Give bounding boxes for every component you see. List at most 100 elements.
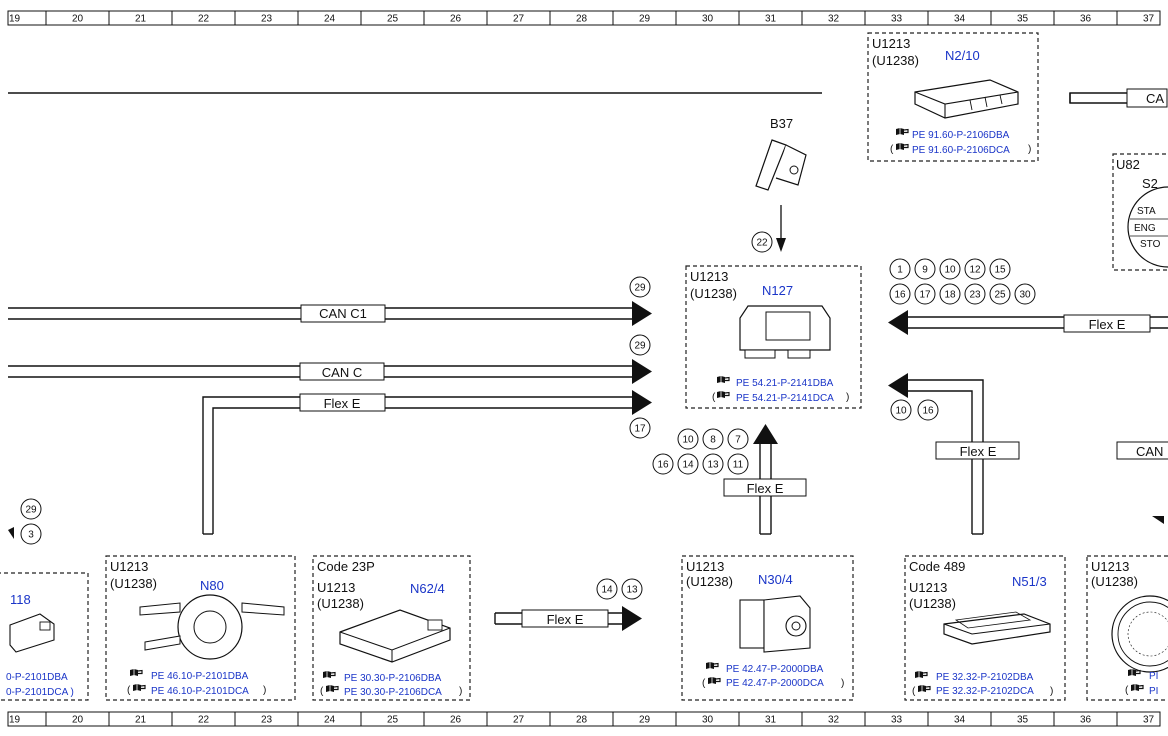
- top-ruler-number: 27: [513, 14, 525, 25]
- n127-ref1[interactable]: PE 54.21-P-2141DBA: [736, 378, 834, 389]
- signal-number-label: 16: [894, 290, 906, 301]
- signal-number-label: 29: [25, 505, 37, 516]
- component-b37[interactable]: B37: [755, 116, 807, 252]
- bottom-ruler-number: 31: [765, 715, 777, 726]
- signal-number-circle: [917, 399, 939, 421]
- signal-number-label: 7: [735, 435, 741, 446]
- signal-number-label: 10: [944, 265, 956, 276]
- can-right-label: CAN: [1136, 444, 1163, 459]
- component-right-partial[interactable]: U1213 (U1238) PI ( PI: [1086, 555, 1168, 701]
- bottom-ruler-number: 22: [198, 715, 210, 726]
- signal-number-label: 13: [707, 460, 719, 471]
- left-partial-ref2[interactable]: 0-P-2101DCA ): [6, 687, 74, 698]
- u82-btn2-label: ENG: [1134, 223, 1156, 234]
- right-partial-ref2[interactable]: PI: [1149, 686, 1158, 697]
- bus-flex-e-center: Flex E: [723, 424, 807, 535]
- flex-e-right-top-label: Flex E: [1089, 317, 1126, 332]
- signal-number-label: 11: [733, 460, 744, 471]
- n127-ref2[interactable]: PE 54.21-P-2141DCA: [736, 393, 834, 404]
- left-partial-ref1[interactable]: 0-P-2101DBA: [6, 672, 68, 683]
- n30-4-ref1[interactable]: PE 42.47-P-2000DBA: [726, 664, 824, 675]
- signal-number-label: 16: [922, 406, 934, 417]
- n80-ref1[interactable]: PE 46.10-P-2101DBA: [151, 671, 249, 682]
- bus-can-c: CAN C: [8, 359, 652, 384]
- bottom-ruler-number: 27: [513, 715, 525, 726]
- signal-number-circle: [890, 399, 912, 421]
- signal-number-circle: [677, 428, 699, 450]
- top-ruler-number: 37: [1143, 14, 1155, 25]
- n2-10-ref2[interactable]: PE 91.60-P-2106DCA: [912, 145, 1010, 156]
- bus-can-c1: CAN C1: [8, 301, 652, 326]
- signal-number-label: 10: [895, 406, 907, 417]
- component-n51-3[interactable]: Code 489 U1213 (U1238) N51/3 PE 32.32-P-…: [904, 555, 1066, 701]
- right-partial-ref1[interactable]: PI: [1149, 671, 1158, 682]
- top-ruler-number: 23: [261, 14, 273, 25]
- signal-number-label: 29: [634, 341, 646, 352]
- bus-flex-e-bottom: Flex E: [494, 606, 642, 631]
- component-n62-4[interactable]: Code 23P U1213 (U1238) N62/4 PE 30.30-P-…: [312, 555, 471, 701]
- n80-variant: U1213: [110, 559, 148, 574]
- start-stop-button-icon: [1127, 186, 1168, 268]
- n51-3-variant: U1213: [909, 580, 947, 595]
- n2-10-ref1[interactable]: PE 91.60-P-2106DBA: [912, 130, 1010, 141]
- flex-e-bottom-label: Flex E: [547, 612, 584, 627]
- can-c-label: CAN C: [322, 365, 362, 380]
- top-ruler-number: 36: [1080, 14, 1092, 25]
- accelerator-pedal-icon: [755, 139, 807, 191]
- n51-3-ref2[interactable]: PE 32.32-P-2102DCA: [936, 686, 1034, 697]
- signal-number-circle: [629, 276, 651, 298]
- n2-10-variant: U1213: [872, 36, 910, 51]
- component-n2-10[interactable]: U1213 (U1238) N2/10 PE 91.60-P-2106DBA (…: [867, 32, 1039, 162]
- flex-e-right-mid-label: Flex E: [960, 444, 997, 459]
- bottom-ruler-number: 28: [576, 715, 588, 726]
- bus-flex-e-left: Flex E: [202, 390, 652, 535]
- top-ruler-number: 29: [639, 14, 651, 25]
- component-n80[interactable]: U1213 (U1238) N80 PE 46.10-P-2101DBA ( P…: [105, 555, 296, 701]
- signal-number-label: 23: [969, 290, 981, 301]
- n80-id: N80: [200, 578, 224, 593]
- n62-4-ref1[interactable]: PE 30.30-P-2106DBA: [344, 673, 442, 684]
- n62-4-variant: U1213: [317, 580, 355, 595]
- component-n30-4[interactable]: U1213 (U1238) N30/4 PE 42.47-P-2000DBA (…: [681, 555, 854, 701]
- b37-id: B37: [770, 116, 793, 131]
- signal-number-label: 18: [944, 290, 956, 301]
- top-ruler-number: 35: [1017, 14, 1029, 25]
- bottom-ruler-number: 20: [72, 715, 84, 726]
- bottom-ruler-number: 34: [954, 715, 966, 726]
- bottom-ruler-number: 35: [1017, 715, 1029, 726]
- signal-number-label: 29: [634, 283, 646, 294]
- svg-text:(: (: [890, 144, 894, 155]
- bottom-ruler-number: 36: [1080, 715, 1092, 726]
- component-u82[interactable]: U82 S2 STA ENG STO: [1112, 153, 1168, 271]
- svg-text:): ): [1050, 686, 1053, 697]
- svg-text:(: (: [702, 678, 706, 689]
- component-left-partial[interactable]: 118 0-P-2101DBA 0-P-2101DCA ): [0, 527, 89, 701]
- n62-4-id: N62/4: [410, 581, 445, 596]
- bottom-ruler-number: 30: [702, 715, 714, 726]
- instrument-cluster-icon: [1111, 595, 1168, 673]
- signal-number-circle: [20, 523, 42, 545]
- signal-number-circle: [1014, 283, 1036, 305]
- svg-text:): ): [263, 685, 266, 696]
- svg-text:(: (: [320, 686, 324, 697]
- signal-number-label: 14: [601, 585, 613, 596]
- top-ruler-number: 21: [135, 14, 147, 25]
- n51-3-ref1[interactable]: PE 32.32-P-2102DBA: [936, 672, 1034, 683]
- top-ruler-number: 24: [324, 14, 336, 25]
- n62-4-ref2[interactable]: PE 30.30-P-2106DCA: [344, 687, 442, 698]
- n30-4-ref2[interactable]: PE 42.47-P-2000DCA: [726, 678, 824, 689]
- top-ruler-number: 34: [954, 14, 966, 25]
- signal-number-label: 16: [657, 460, 669, 471]
- bottom-ruler-number: 32: [828, 715, 840, 726]
- component-n127[interactable]: U1213 (U1238) N127 PE 54.21-P-2141DBA ( …: [685, 265, 862, 409]
- flex-e-left-label: Flex E: [324, 396, 361, 411]
- signal-number-circle: [889, 258, 911, 280]
- top-ruler-number: 31: [765, 14, 777, 25]
- signal-number-circle: [989, 283, 1011, 305]
- control-unit-icon: [339, 609, 451, 663]
- n80-ref2[interactable]: PE 46.10-P-2101DCA: [151, 686, 249, 697]
- top-ruler-number: 32: [828, 14, 840, 25]
- n127-id: N127: [762, 283, 793, 298]
